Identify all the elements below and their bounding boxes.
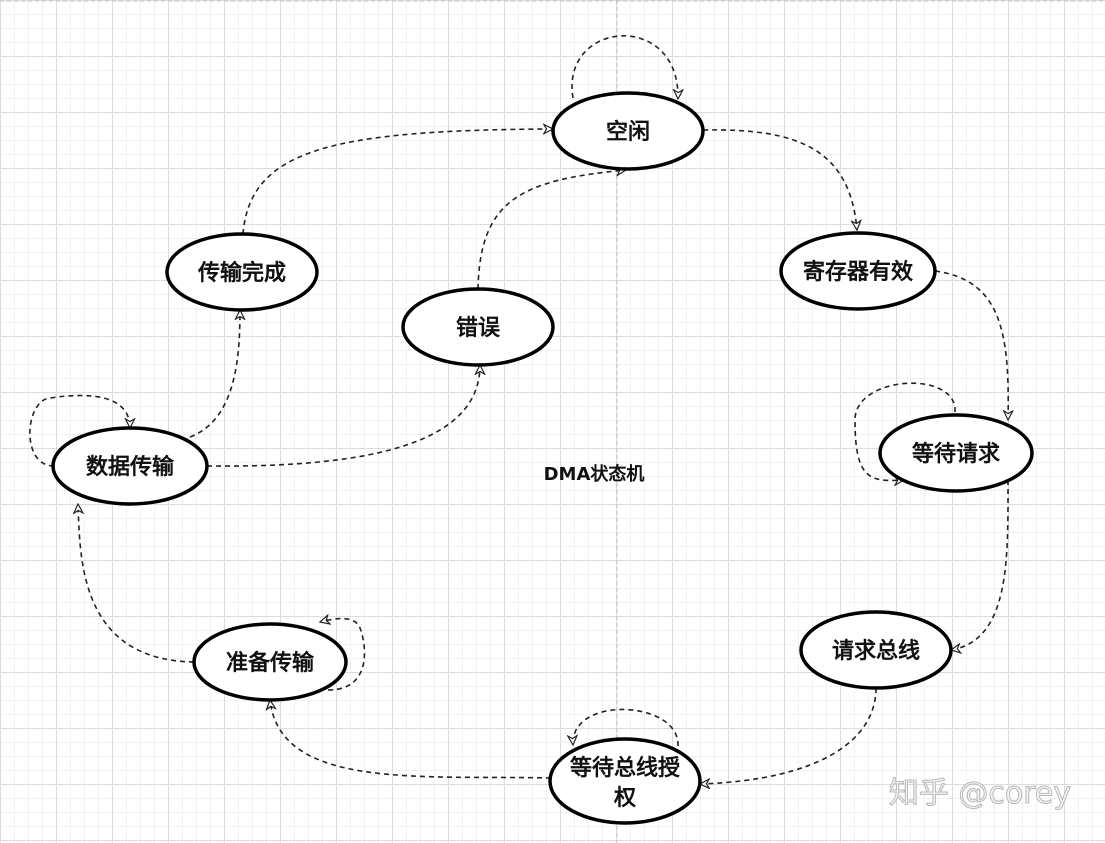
edge-idle-to-reg-valid xyxy=(702,129,857,230)
node-ellipse xyxy=(165,232,319,312)
state-node-error[interactable]: 错误 xyxy=(401,287,555,367)
node-ellipse xyxy=(779,231,937,311)
state-node-transfer-done[interactable]: 传输完成 xyxy=(165,232,319,312)
edges xyxy=(29,35,1009,784)
node-ellipse xyxy=(878,413,1034,493)
edge-wait-request-to-request-bus xyxy=(951,479,1009,650)
diagram-title: DMA状态机 xyxy=(544,463,645,485)
state-node-request-bus[interactable]: 请求总线 xyxy=(799,610,953,690)
node-ellipse xyxy=(551,91,705,171)
node-label: 等待请求 xyxy=(912,441,1000,467)
node-label: 空闲 xyxy=(606,119,650,145)
node-label: 请求总线 xyxy=(832,638,920,664)
edge-reg-valid-to-wait-request xyxy=(934,270,1008,420)
watermark: 知乎 @corey xyxy=(889,776,1071,811)
state-node-wait-request[interactable]: 等待请求 xyxy=(878,413,1034,493)
node-ellipse xyxy=(51,426,209,506)
state-node-prepare-transfer[interactable]: 准备传输 xyxy=(192,622,348,702)
node-label: 数据传输 xyxy=(86,454,175,480)
state-node-wait-bus-grant[interactable]: 等待总线授 权 xyxy=(548,737,702,825)
edge-prepare-transfer-to-data-transfer xyxy=(78,504,195,663)
node-ellipse xyxy=(548,737,702,825)
node-label: 错误 xyxy=(456,315,501,341)
node-label: 传输完成 xyxy=(197,260,286,286)
edge-request-bus-to-wait-bus-grant xyxy=(700,687,877,784)
state-node-data-transfer[interactable]: 数据传输 xyxy=(51,426,209,506)
edge-error-to-idle xyxy=(477,170,626,290)
node-ellipse xyxy=(401,287,555,367)
edge-data-transfer-to-transfer-done xyxy=(189,310,240,438)
edge-wait-bus-grant-to-prepare-transfer xyxy=(270,700,552,779)
edge-data-transfer-to-error xyxy=(206,365,480,467)
state-node-idle[interactable]: 空闲 xyxy=(551,91,705,171)
node-ellipse xyxy=(192,622,348,702)
node-label-line-2: 权 xyxy=(613,785,637,811)
node-label: 准备传输 xyxy=(226,650,315,676)
node-ellipse xyxy=(799,610,953,690)
edge-idle-self xyxy=(571,35,678,99)
edge-wait-request-self xyxy=(854,382,956,480)
node-label: 寄存器有效 xyxy=(803,259,913,285)
edge-transfer-done-to-idle xyxy=(242,129,553,235)
node-label-line-1: 等待总线授 xyxy=(570,755,681,781)
state-node-reg-valid[interactable]: 寄存器有效 xyxy=(779,231,937,311)
edge-prepare-transfer-self xyxy=(320,619,366,691)
